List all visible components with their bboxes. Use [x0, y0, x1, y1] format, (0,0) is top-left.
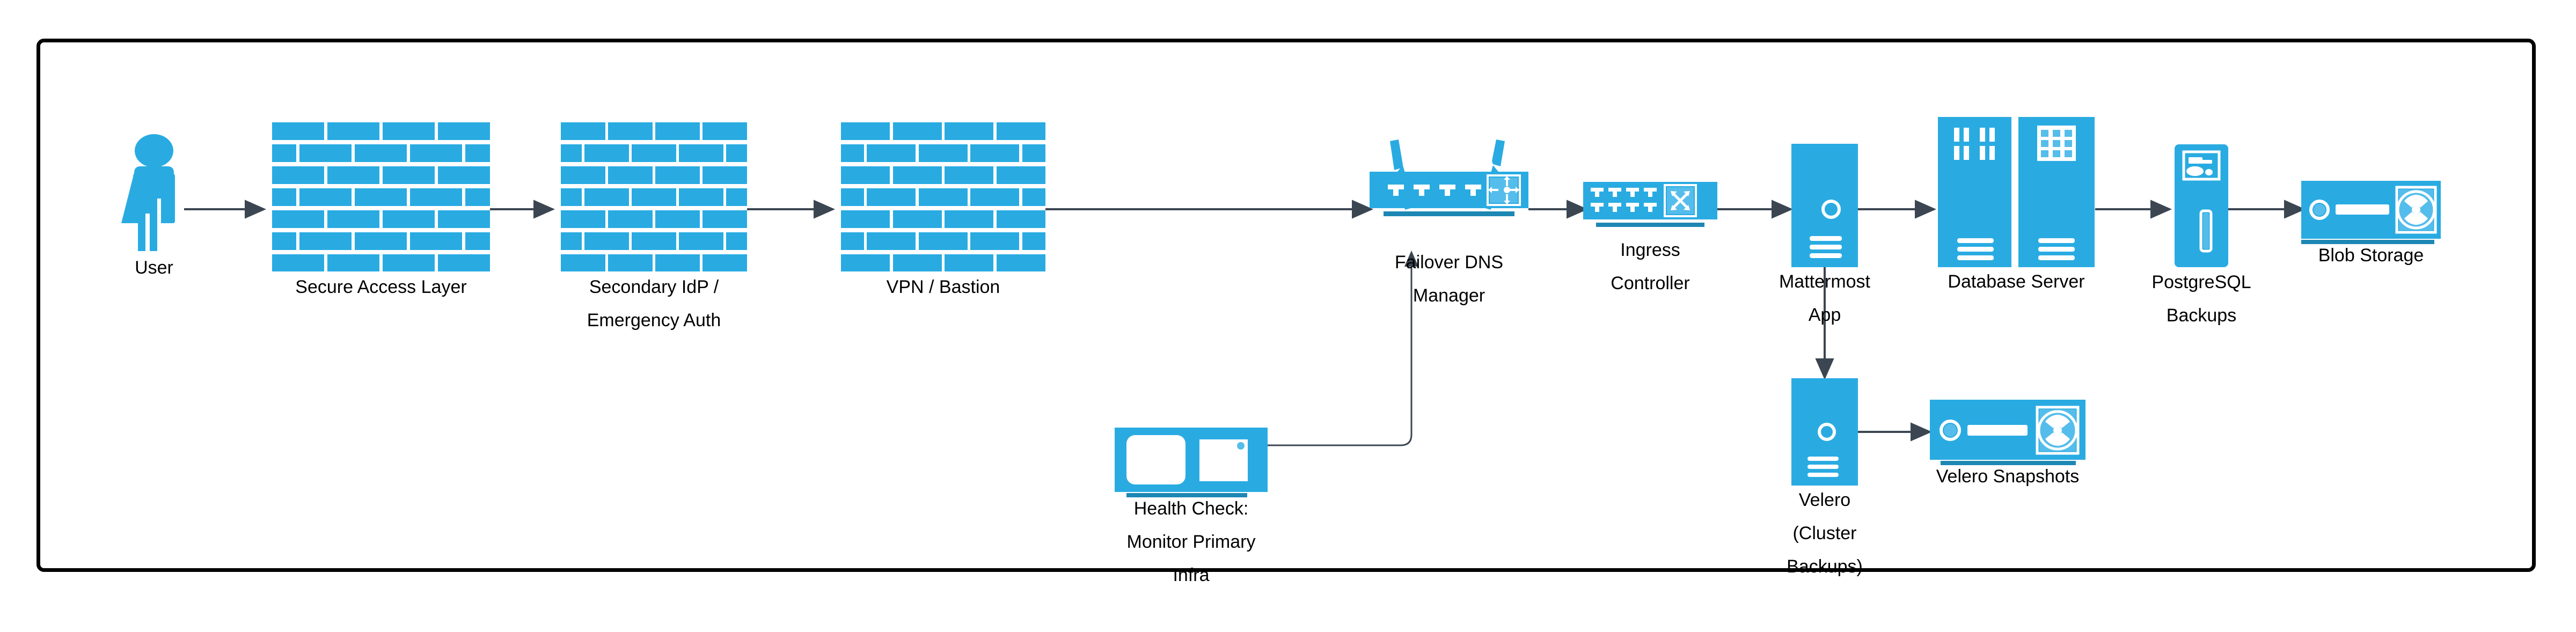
storage-rack-icon: [1930, 400, 2085, 465]
storage-rack-icon: [2301, 181, 2441, 244]
node-failover-dns[interactable]: Failover DNS Manager: [1368, 138, 1529, 306]
node-health-check[interactable]: Health Check: Monitor Primary Infra: [1115, 428, 1268, 585]
node-blob-storage[interactable]: Blob Storage: [2301, 181, 2441, 266]
diagram-border-frame: [36, 39, 2536, 572]
pc-tower-icon: [2175, 144, 2228, 267]
node-health-check-label: Health Check: Monitor Primary Infra: [1126, 498, 1256, 585]
node-velero-label: Velero (Cluster Backups): [1787, 490, 1863, 577]
node-user[interactable]: User: [119, 133, 189, 278]
server-tower-icon: [1791, 144, 1858, 267]
node-velero[interactable]: Velero (Cluster Backups): [1787, 378, 1863, 577]
server-tower-icon: [1791, 378, 1858, 486]
network-switch-icon: [1583, 182, 1717, 227]
node-secondary-idp[interactable]: Secondary IdP / Emergency Auth: [561, 122, 747, 330]
user-person-icon: [121, 134, 175, 252]
firewall-brick-wall-icon: [561, 122, 747, 271]
firewall-brick-wall-icon: [841, 122, 1045, 271]
node-secondary-idp-label: Secondary IdP / Emergency Auth: [587, 277, 721, 330]
node-ingress-label: Ingress Controller: [1611, 240, 1690, 293]
node-blob-storage-label: Blob Storage: [2318, 245, 2424, 266]
monitor-devices-icon: [1115, 428, 1268, 497]
node-user-label: User: [135, 258, 173, 278]
node-secure-access-label: Secure Access Layer: [295, 277, 467, 297]
node-vpn-bastion-label: VPN / Bastion: [886, 277, 1000, 297]
node-vpn-bastion[interactable]: VPN / Bastion: [841, 122, 1045, 297]
node-database-server[interactable]: Database Server: [1938, 117, 2095, 292]
wireless-router-icon: [1370, 139, 1528, 216]
node-postgres-backups-label: PostgreSQL Backups: [2151, 272, 2251, 326]
database-servers-icon: [1938, 117, 2095, 267]
node-failover-dns-label: Failover DNS Manager: [1394, 252, 1504, 306]
node-database-server-label: Database Server: [1948, 271, 2085, 292]
node-postgres-backups[interactable]: PostgreSQL Backups: [2151, 144, 2251, 326]
node-velero-snapshots[interactable]: Velero Snapshots: [1930, 400, 2085, 487]
node-mattermost-app[interactable]: Mattermost App: [1779, 144, 1870, 325]
node-mattermost-app-label: Mattermost App: [1779, 271, 1871, 325]
node-ingress[interactable]: Ingress Controller: [1583, 182, 1717, 293]
node-secure-access[interactable]: Secure Access Layer: [272, 122, 490, 297]
firewall-brick-wall-icon: [272, 122, 490, 271]
node-velero-snapshots-label: Velero Snapshots: [1936, 466, 2080, 487]
